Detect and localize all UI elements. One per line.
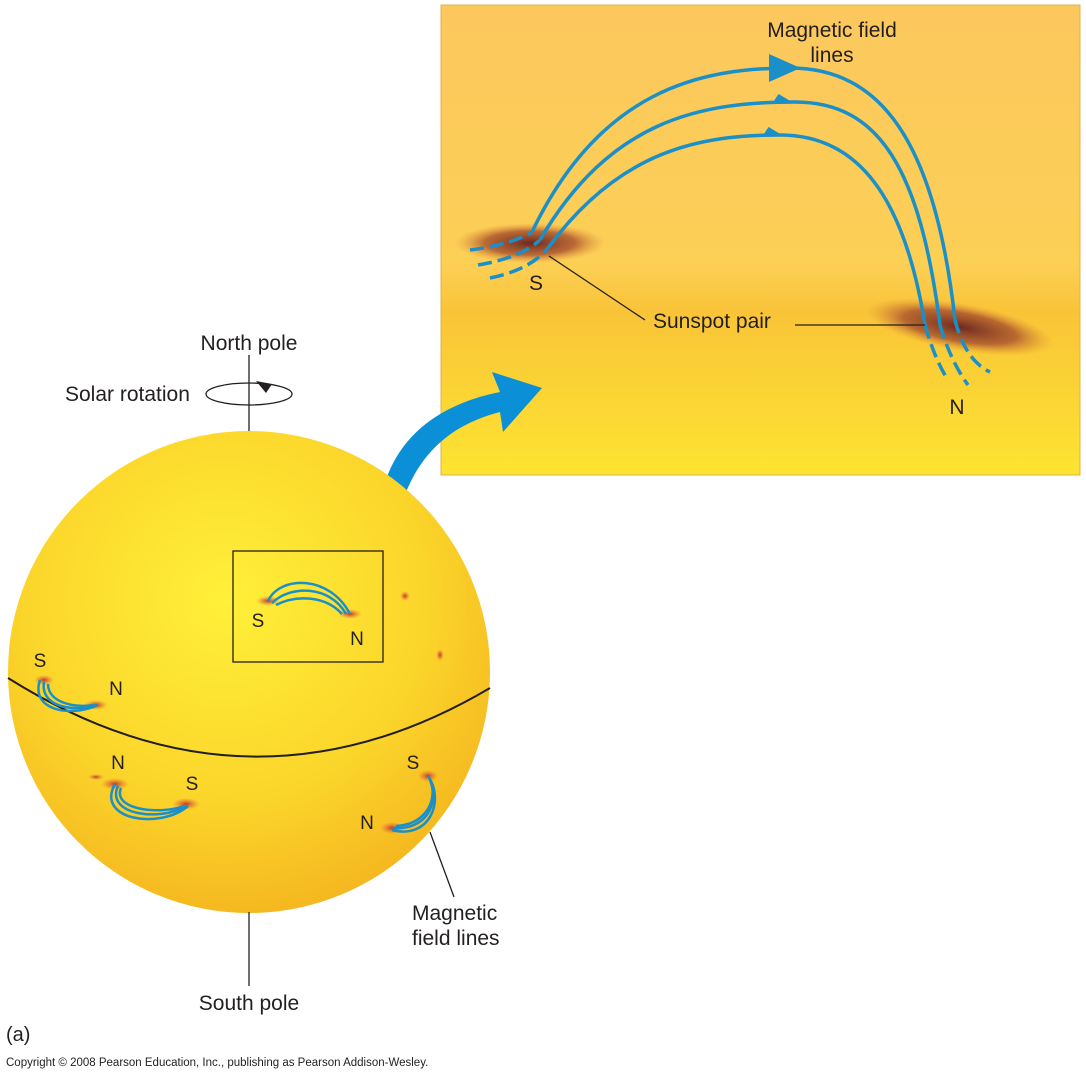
rotation-ellipse — [205, 382, 293, 406]
left-s-label: S — [34, 651, 47, 672]
zoom-arrow-icon — [378, 372, 542, 552]
north-pole-label: North pole — [201, 332, 298, 355]
inset-panel: Magnetic field lines S N Sunspot pair — [440, 4, 1081, 476]
globe-field-lines-label-2: field lines — [412, 927, 500, 950]
sunspot-pair-leaders — [548, 255, 925, 326]
box-s-label: S — [252, 611, 265, 632]
sun-body — [8, 431, 490, 913]
south-pole-label: South pole — [199, 992, 299, 1015]
globe-field-lines-label-1: Magnetic — [412, 902, 497, 925]
inset-field-lines-label-1: Magnetic field — [767, 19, 897, 42]
sun-globe: S N S N N S S N — [7, 355, 491, 986]
right-s-label: S — [407, 753, 420, 774]
rotation-arrow-icon — [256, 381, 272, 393]
inset-field-lines-label-2: lines — [810, 44, 853, 67]
field-lines-leader — [429, 831, 455, 898]
solar-rotation-label: Solar rotation — [65, 383, 190, 406]
sunspot-pair-label: Sunspot pair — [653, 310, 771, 333]
inset-n-label: N — [949, 396, 964, 419]
lower-s-label: S — [186, 774, 199, 795]
inset-s-label: S — [529, 272, 543, 295]
lower-n-label: N — [111, 753, 125, 774]
sunspot-s — [455, 223, 605, 263]
left-n-label: N — [109, 679, 123, 700]
copyright-notice: Copyright © 2008 Pearson Education, Inc.… — [6, 1057, 429, 1069]
equator-line — [7, 677, 491, 758]
right-n-label: N — [360, 813, 374, 834]
field-direction-arrows — [762, 59, 795, 137]
figure-label: (a) — [6, 1024, 31, 1046]
zoom-box — [232, 550, 384, 663]
box-n-label: N — [350, 629, 364, 650]
globe-field-lines — [37, 581, 437, 833]
sunspot-n — [866, 298, 1054, 356]
